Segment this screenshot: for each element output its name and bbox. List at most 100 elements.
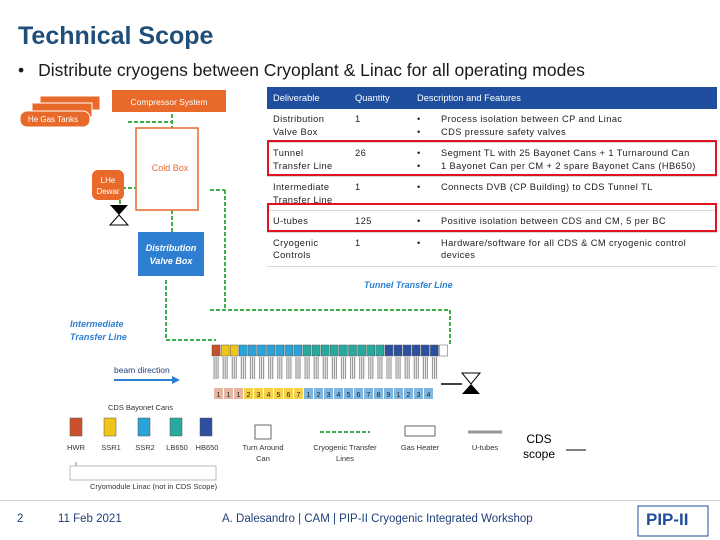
u-tube <box>340 357 343 379</box>
cryomodule-cell <box>244 388 253 399</box>
deliverable-line: Valve Box <box>273 126 318 137</box>
cryomodule-cell <box>404 388 413 399</box>
u-tube <box>399 357 401 379</box>
footer-author: A. Dalesandro | CAM | PIP-II Cryogenic I… <box>222 513 533 525</box>
u-tube <box>370 357 372 379</box>
u-tube <box>359 357 361 379</box>
footer-page-number: 2 <box>17 513 24 525</box>
cryomodule-cell <box>354 388 363 399</box>
u-tube <box>344 357 347 379</box>
description-cell: •Process isolation between CP and Linac•… <box>411 109 717 143</box>
beam-direction-label: beam direction <box>114 365 170 375</box>
description-text: Positive isolation between CDS and CM, 5… <box>441 216 666 226</box>
cold-box-label: Cold Box <box>152 163 189 173</box>
gas-heater-swatch <box>404 425 436 437</box>
header-quantity: Quantity <box>349 87 411 109</box>
u-tube <box>242 357 244 379</box>
u-tube <box>388 357 390 379</box>
valve-symbol-right-bottom <box>462 384 480 394</box>
turnaround-can <box>439 344 448 357</box>
u-tube <box>354 357 356 379</box>
cryomodule-cell <box>224 388 233 399</box>
bullet-symbol: • <box>417 114 421 124</box>
bullet-symbol: • <box>417 160 421 171</box>
u-tube <box>233 357 235 379</box>
description-line: •Process isolation between CP and Linac <box>417 113 711 126</box>
legend-swatch <box>69 417 83 437</box>
u-tube <box>261 357 263 379</box>
cryomodule-number: 9 <box>387 392 391 399</box>
bayonet-can <box>348 344 357 357</box>
u-tube <box>335 357 337 379</box>
cryomodule-cell <box>294 388 303 399</box>
u-tube <box>397 357 399 379</box>
cds-scope-line1: CDS <box>526 432 552 446</box>
u-tube <box>286 357 288 379</box>
cryomodule-cell <box>364 388 373 399</box>
bayonet-can <box>430 344 439 357</box>
u-tube <box>213 357 215 379</box>
bayonet-can <box>411 344 421 357</box>
u-tube <box>363 357 365 379</box>
bayonet-can <box>266 344 275 357</box>
u-tube <box>322 357 324 379</box>
header-deliverable: Deliverable <box>267 87 349 109</box>
u-tube <box>342 357 345 379</box>
cryomodule-number: 6 <box>287 392 291 399</box>
bayonet-can <box>248 344 257 357</box>
bayonet-can <box>211 344 221 357</box>
valve-symbol-right-top <box>460 372 482 385</box>
slide-title: Technical Scope <box>18 22 214 50</box>
bullet-symbol: • <box>18 60 25 80</box>
u-tube <box>313 357 315 379</box>
cryomodule-number: 1 <box>307 392 311 399</box>
u-tube <box>317 357 319 379</box>
u-tube <box>324 357 326 379</box>
deliverable-line: Tunnel <box>273 148 304 158</box>
cryomodule-cell <box>214 388 223 399</box>
cryomodule-number: 1 <box>397 392 401 399</box>
valve-symbol-left-bottom <box>108 214 130 226</box>
bayonet-can <box>393 344 403 357</box>
deliverable-line: U-tubes <box>273 216 309 226</box>
description-line: • 1 Bayonet Can per CM + 2 spare Bayonet … <box>417 160 711 173</box>
legend-hb650: HB650 <box>196 443 219 452</box>
quantity-cell: 1 <box>349 109 411 143</box>
legend-swatches <box>69 417 213 437</box>
cryomodule-cell <box>424 388 433 399</box>
legend-swatch <box>199 417 213 437</box>
cryomodule-number: 3 <box>257 392 261 399</box>
cryomodule-number: 6 <box>357 392 361 399</box>
legend-ssr2: SSR2 <box>135 443 155 452</box>
bayonet-cans-row <box>211 344 448 357</box>
legend-hwr: HWR <box>67 443 85 452</box>
u-tube <box>350 357 352 379</box>
cryomodule-legend-box <box>69 465 217 481</box>
u-tube <box>331 357 333 379</box>
dewar-label-line2: Dewar <box>96 187 119 196</box>
bullet-text: Distribute cryogens between Cryoplant & … <box>38 60 585 80</box>
bayonet-can <box>220 344 230 357</box>
itl-label-line1: Intermediate <box>70 319 124 329</box>
u-tube <box>304 357 306 379</box>
cryomodule-number: 1 <box>227 392 231 399</box>
u-tube <box>290 357 292 379</box>
u-tube <box>217 357 219 379</box>
description-line: •CDS pressure safety valves <box>417 126 711 139</box>
ttl-label: Tunnel Transfer Line <box>364 280 453 290</box>
deliverable-line: Intermediate <box>273 182 330 192</box>
description-text: 1 Bayonet Can per CM + 2 spare Bayonet C… <box>441 160 696 171</box>
description-cell: •Segment TL with 25 Bayonet Cans + 1 Tur… <box>411 142 717 177</box>
deliverable-line: Transfer Line <box>273 194 333 205</box>
bayonet-can <box>366 344 375 357</box>
cryomodule-cell <box>414 388 423 399</box>
bullet-symbol: • <box>417 148 421 158</box>
cryomodule-number: 5 <box>277 392 281 399</box>
u-tube <box>215 357 217 379</box>
legend-ctl-line2: Lines <box>336 454 354 463</box>
u-tube <box>408 357 410 379</box>
